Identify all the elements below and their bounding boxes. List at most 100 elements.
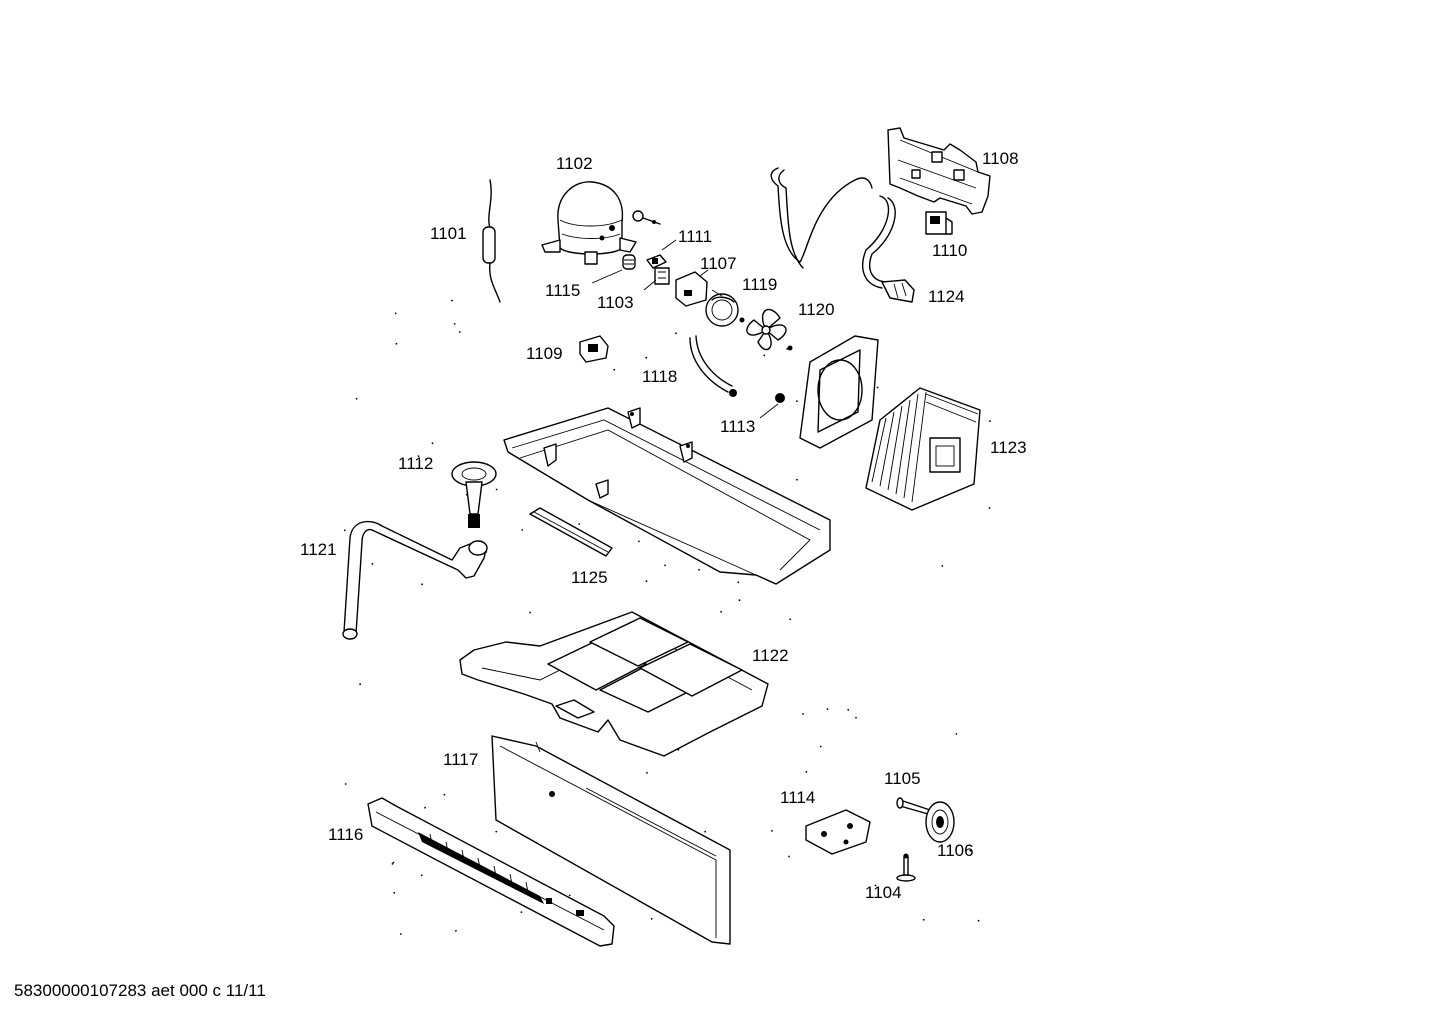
speckle-dot xyxy=(458,331,461,333)
speckle-dot xyxy=(520,911,523,913)
speckle-dot xyxy=(421,583,423,586)
part-1114-thermostat[interactable] xyxy=(805,809,871,855)
part-1102-compressor[interactable] xyxy=(541,181,637,265)
part-1113-bushing[interactable] xyxy=(775,393,785,403)
speckle-dot xyxy=(521,529,524,531)
speckle-dot xyxy=(646,772,648,774)
label-1105: 1105 xyxy=(884,769,921,788)
speckle-dot xyxy=(424,806,426,809)
part-1118-sensor-clip[interactable] xyxy=(689,335,737,397)
label-1109: 1109 xyxy=(526,344,563,363)
speckle-dot xyxy=(819,745,822,748)
speckle-dot xyxy=(645,356,648,359)
speckle-dot xyxy=(371,562,374,565)
fan-shroud[interactable] xyxy=(799,335,879,449)
part-1125-heater-rod[interactable] xyxy=(529,507,613,557)
speckle-dot xyxy=(529,611,531,614)
evaporator-cover-channel[interactable] xyxy=(503,407,831,585)
part-labels: 1101 1102 1111 1107 1115 1103 1119 1120 … xyxy=(300,149,1027,902)
label-1116: 1116 xyxy=(328,825,363,844)
part-1108-bracket[interactable] xyxy=(887,127,991,215)
label-1111: 1111 xyxy=(678,227,712,246)
part-1117-panel[interactable] xyxy=(491,735,731,945)
speckle-dot xyxy=(455,929,457,932)
part-1101-drier[interactable] xyxy=(482,179,501,303)
speckle-dot xyxy=(417,455,420,457)
speckle-dot xyxy=(977,919,980,922)
part-1115-grommet[interactable] xyxy=(622,254,636,270)
speckle-dot xyxy=(876,386,879,389)
part-1104-leveling-foot[interactable] xyxy=(896,853,916,882)
part-1109-switch[interactable] xyxy=(579,335,609,363)
label-1122: 1122 xyxy=(752,646,789,665)
speckle-dot xyxy=(578,523,581,525)
label-1117: 1117 xyxy=(443,750,478,769)
label-1125: 1125 xyxy=(571,568,608,587)
label-1119: 1119 xyxy=(742,275,777,294)
speckle-dot xyxy=(391,863,394,865)
part-1107-overload[interactable] xyxy=(675,271,708,307)
part-1119-fan-motor[interactable] xyxy=(705,293,745,327)
speckle-dot xyxy=(645,580,648,583)
drawing-code: 58300000107283 aet 000 c 11/11 xyxy=(14,981,266,1000)
part-1120-fan-blade[interactable] xyxy=(746,308,793,351)
speckle-dot xyxy=(720,610,722,613)
label-1106: 1106 xyxy=(937,841,974,860)
speckle-dot xyxy=(737,581,740,584)
speckle-dot xyxy=(988,507,991,509)
part-1123-evaporator[interactable] xyxy=(865,387,981,511)
label-1103: 1103 xyxy=(597,293,634,312)
speckle-dot xyxy=(786,348,788,350)
speckle-dot xyxy=(941,565,944,567)
speckle-dot xyxy=(395,342,398,345)
label-1118: 1118 xyxy=(642,367,677,386)
speckle-dot xyxy=(771,830,773,832)
label-1107: 1107 xyxy=(700,254,737,273)
speckle-dot xyxy=(393,891,396,894)
speckle-dot xyxy=(392,861,395,864)
speckle-dot xyxy=(443,793,446,796)
part-1112-drain-funnel[interactable] xyxy=(451,461,497,528)
label-1114: 1114 xyxy=(780,788,815,807)
part-1110-switch[interactable] xyxy=(925,211,953,235)
speckle-dot xyxy=(451,299,453,302)
part-1116-grille[interactable] xyxy=(367,797,615,947)
label-1101: 1101 xyxy=(430,224,467,243)
part-1124-power-cord[interactable] xyxy=(770,167,915,303)
speckle-dot xyxy=(343,529,346,532)
speckle-dot xyxy=(431,442,434,445)
speckle-dot xyxy=(969,849,972,852)
speckle-dot xyxy=(698,568,700,571)
speckle-dot xyxy=(989,420,991,422)
speckle-dot xyxy=(847,708,850,711)
speckle-dot xyxy=(453,323,456,325)
speckle-dot xyxy=(704,830,707,833)
speckle-dot xyxy=(796,400,798,402)
label-1112: 1112 xyxy=(398,454,433,473)
speckle-dot xyxy=(664,564,666,567)
part-1121-drain-hose[interactable] xyxy=(342,520,488,640)
part-1122-drip-tray[interactable] xyxy=(459,611,769,757)
speckle-dot xyxy=(638,540,640,543)
part-1103-relay[interactable] xyxy=(654,267,670,285)
label-1104: 1104 xyxy=(865,883,902,902)
compressor-screw[interactable] xyxy=(632,210,661,225)
label-1108: 1108 xyxy=(982,149,1019,168)
speckle-dot xyxy=(420,874,423,877)
speckle-dot xyxy=(355,397,358,400)
speckle-dot xyxy=(922,918,925,921)
label-1102: 1102 xyxy=(556,154,593,173)
label-1113: 1113 xyxy=(720,417,755,436)
part-1105-shaft[interactable] xyxy=(896,797,931,815)
speckle-dot xyxy=(568,894,571,897)
label-1110: 1110 xyxy=(932,241,967,260)
part-1111-clip[interactable] xyxy=(646,254,667,269)
speckle-dot xyxy=(399,933,402,935)
speckle-dot xyxy=(495,830,498,833)
speckle-dot xyxy=(796,478,798,481)
speckle-dot xyxy=(650,918,653,920)
part-1106-knob[interactable] xyxy=(925,801,955,843)
speckle-dot xyxy=(344,783,347,785)
leader-lines xyxy=(591,239,779,419)
